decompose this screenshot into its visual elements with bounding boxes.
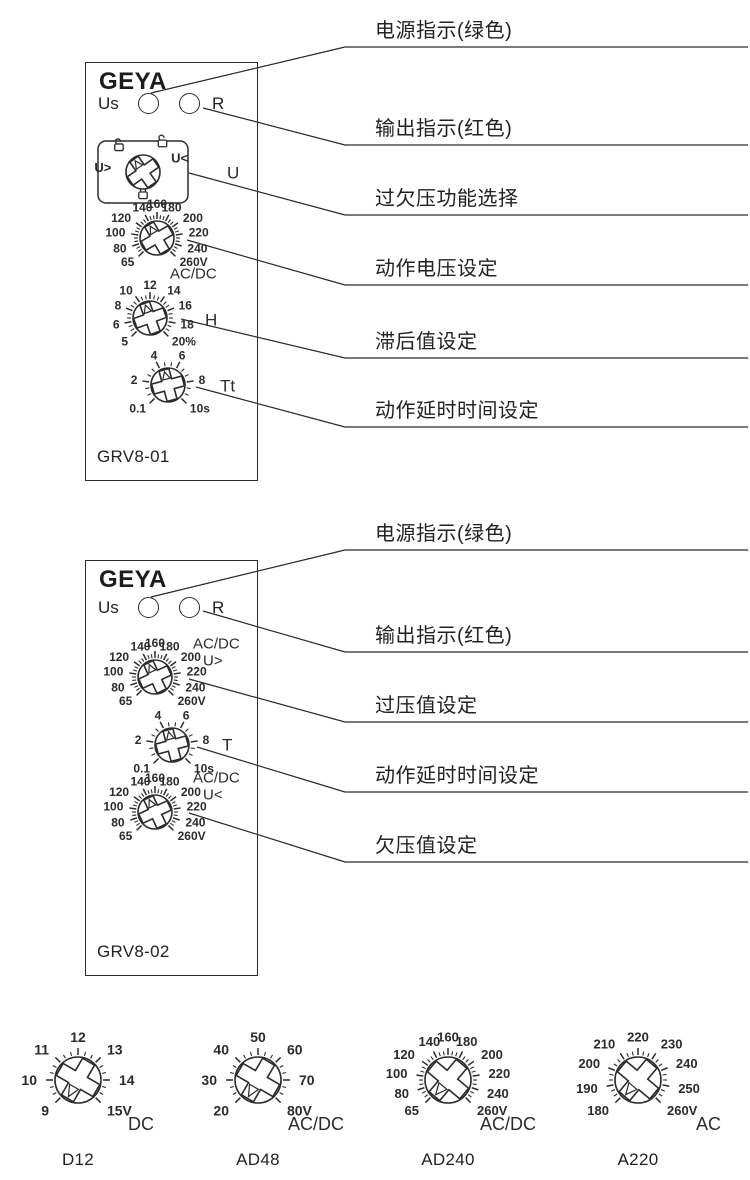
knob-pointer xyxy=(624,1081,638,1096)
callout-label: 过欠压功能选择 xyxy=(375,188,519,210)
knob-scale-label: 180 xyxy=(587,1103,609,1118)
knob-scale-label: 11 xyxy=(34,1042,49,1058)
knob-scale-label: 70 xyxy=(299,1072,315,1088)
knob-scale-label: 260V xyxy=(477,1103,508,1118)
brand-logo: GEYA xyxy=(99,68,167,95)
knob-caption: D12 xyxy=(61,1150,95,1169)
knob-caption: A220 xyxy=(617,1150,659,1169)
knob-side-label: AC/DC xyxy=(480,1114,536,1134)
knob-cross-handle xyxy=(235,1057,281,1103)
model-label: GRV8-01 xyxy=(97,447,170,466)
callout-label: 过压值设定 xyxy=(375,695,478,717)
knob-scale-label: 180 xyxy=(456,1034,478,1049)
knob-caption: AD240 xyxy=(421,1150,475,1169)
knob-side-label: AC xyxy=(696,1114,721,1134)
knob-scale-label: 10 xyxy=(21,1072,37,1088)
knob-scale-label: 160 xyxy=(437,1030,459,1045)
output-indicator-label: R xyxy=(212,94,225,113)
knob-scale-label: 100 xyxy=(386,1066,408,1081)
model-label: GRV8-02 xyxy=(97,942,170,961)
knob-body xyxy=(614,1056,662,1104)
knob-scale-label: 240 xyxy=(676,1056,698,1071)
brand-logo: GEYA xyxy=(99,566,167,593)
knob-scale-label: 120 xyxy=(393,1047,415,1062)
knob-scale-label: 65 xyxy=(405,1103,419,1118)
knob-scale-label: 190 xyxy=(576,1081,598,1096)
knob-body xyxy=(424,1056,472,1104)
panel-grv8-01: GEYA Us R GRV8-01 xyxy=(85,62,258,481)
knob-scale-label: 80V xyxy=(287,1102,313,1118)
knob-scale-label: 14 xyxy=(119,1072,135,1088)
callout-label: 电源指示(绿色) xyxy=(375,20,513,42)
knob-scale-label: 140 xyxy=(419,1034,441,1049)
knob-scale-label: 13 xyxy=(107,1042,123,1058)
callout-label: 电源指示(绿色) xyxy=(375,523,513,545)
knob-side-label: DC xyxy=(128,1114,154,1134)
knob-scale-label: 40 xyxy=(213,1042,229,1058)
knob-scale-label: 60 xyxy=(287,1042,303,1058)
knob-scale-label: 240 xyxy=(487,1086,509,1101)
knob-pointer xyxy=(434,1081,448,1096)
knob-scale-label: 50 xyxy=(250,1029,266,1045)
knob-scale-label: 30 xyxy=(201,1072,217,1088)
power-indicator-led xyxy=(138,597,159,618)
knob-cross-handle xyxy=(426,1058,470,1102)
callout-label: 滞后值设定 xyxy=(375,331,478,353)
knob-caption: AD48 xyxy=(236,1150,280,1169)
knob-scale-label: 9 xyxy=(41,1102,49,1118)
power-indicator-led xyxy=(138,93,159,114)
callout-label: 输出指示(红色) xyxy=(375,625,513,647)
knob-scale-label: 15V xyxy=(107,1102,133,1118)
knob-body xyxy=(54,1056,102,1104)
panel-grv8-02: GEYA Us R GRV8-02 xyxy=(85,560,258,976)
knob-scale-label: 260V xyxy=(667,1103,698,1118)
knob-side-label: AC/DC xyxy=(288,1114,344,1134)
output-indicator-led xyxy=(179,597,200,618)
knob-scale-label: 200 xyxy=(578,1056,600,1071)
callout-label: 输出指示(红色) xyxy=(375,118,513,140)
knob-body xyxy=(234,1056,282,1104)
knob-scale-label: 80 xyxy=(395,1086,409,1101)
knob-scale-label: 12 xyxy=(70,1029,86,1045)
power-indicator-label: Us xyxy=(98,598,119,617)
knob-cross-handle xyxy=(616,1058,660,1102)
knob-scale-label: 230 xyxy=(661,1037,683,1052)
callout-label: 动作电压设定 xyxy=(375,258,498,280)
knob-scale-label: 220 xyxy=(627,1030,649,1045)
callout-label: 欠压值设定 xyxy=(375,835,478,857)
knob-cross-handle xyxy=(55,1057,101,1103)
knob-pointer xyxy=(247,1083,260,1098)
knob-scale-label: 250 xyxy=(678,1081,700,1096)
knob-pointer xyxy=(67,1083,80,1098)
knob-scale-label: 220 xyxy=(488,1066,510,1081)
knob-scale-label: 210 xyxy=(594,1037,616,1052)
output-indicator-label: R xyxy=(212,598,225,617)
callout-label: 动作延时时间设定 xyxy=(375,400,539,422)
knob-scale-label: 20 xyxy=(213,1102,229,1118)
power-indicator-label: Us xyxy=(98,94,119,113)
knob-scale-label: 200 xyxy=(481,1047,503,1062)
output-indicator-led xyxy=(179,93,200,114)
callout-label: 动作延时时间设定 xyxy=(375,765,539,787)
